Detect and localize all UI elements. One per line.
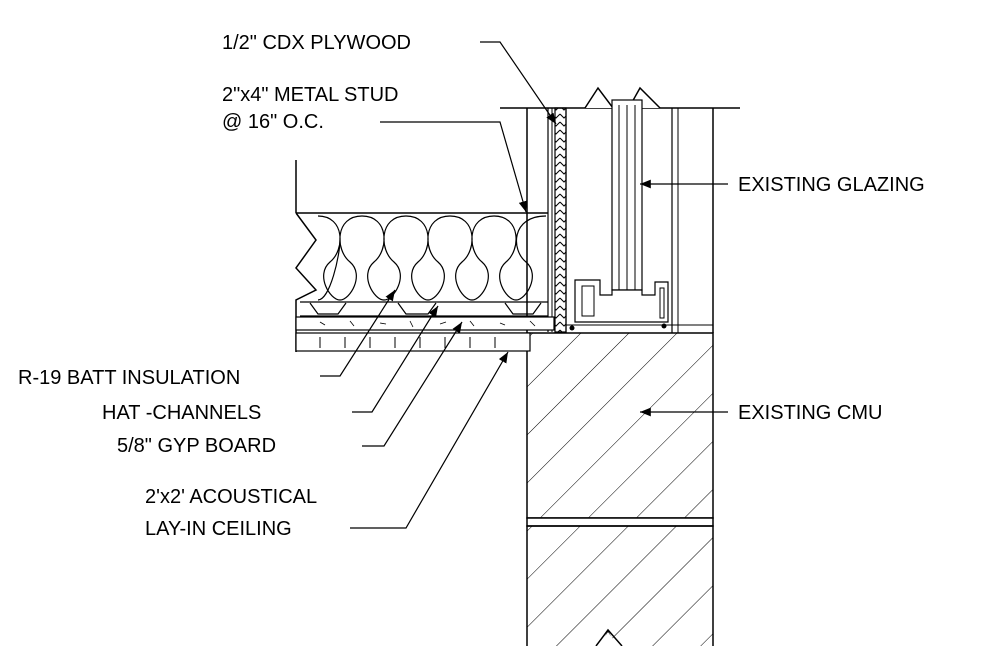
- hat-channels: [309, 302, 542, 315]
- leader-stud: [380, 121, 528, 213]
- label-ceiling-line2: LAY-IN CEILING: [145, 518, 292, 540]
- label-gyp: 5/8" GYP BOARD: [117, 435, 276, 457]
- label-plywood: 1/2" CDX PLYWOOD: [222, 32, 411, 54]
- leader-lines: [320, 41, 728, 529]
- existing-glazing-assembly: [500, 86, 740, 333]
- cmu-mortar-joint: [526, 517, 714, 527]
- stud-wall: [547, 107, 567, 333]
- ceiling-assembly: [295, 160, 555, 352]
- cmu-block-lower: [526, 525, 714, 646]
- label-stud-line1: 2"x4" METAL STUD: [222, 84, 398, 106]
- gyp-board: [295, 316, 555, 331]
- label-ceiling-line1: 2'x2' ACOUSTICAL: [145, 486, 317, 508]
- cmu-wall: [500, 332, 714, 646]
- acoustical-ceiling: [295, 332, 531, 352]
- leader-ceiling: [350, 351, 509, 529]
- leader-gyp: [362, 321, 463, 447]
- cmu-block-upper: [526, 332, 714, 519]
- leader-batt: [320, 289, 396, 377]
- label-batt: R-19 BATT INSULATION: [18, 367, 240, 389]
- label-glazing: EXISTING GLAZING: [738, 174, 925, 196]
- leader-hat: [352, 305, 439, 413]
- label-hat: HAT -CHANNELS: [102, 402, 261, 424]
- leader-plywood: [480, 41, 557, 125]
- cdx-plywood: [554, 107, 567, 333]
- batt-insulation: [317, 215, 547, 301]
- label-cmu: EXISTING CMU: [738, 402, 882, 424]
- label-stud-line2: @ 16" O.C.: [222, 111, 324, 133]
